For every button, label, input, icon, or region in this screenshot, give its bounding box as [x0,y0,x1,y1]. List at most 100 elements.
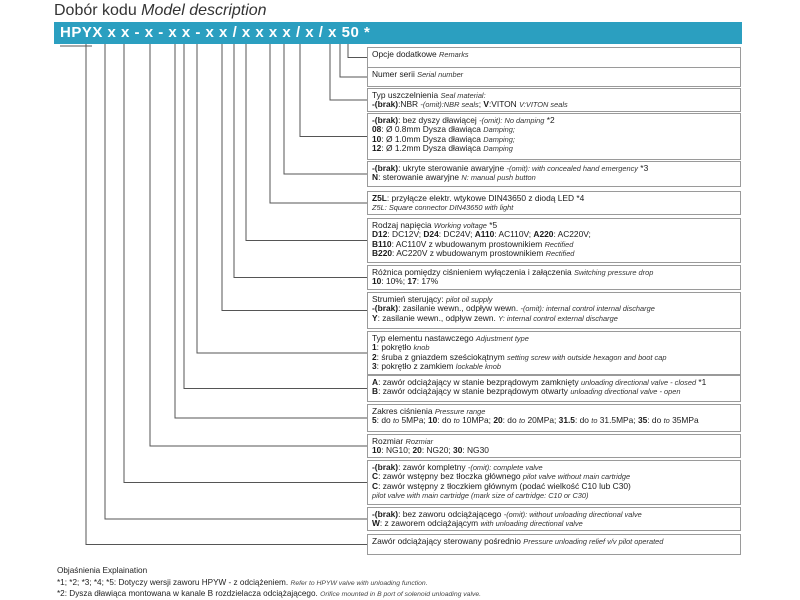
option-box: Z5L: przyłącze elektr. wtykowe DIN43650 … [367,191,741,215]
leader-line [339,44,367,78]
polish-text: 5MPa; [399,415,428,426]
polish-text: *3 [637,163,649,173]
option-code: 30 [453,445,463,456]
title-polish: Dobór kodu [54,2,137,19]
leader-line [329,44,367,101]
option-line: C: zawór wstępny z tłoczkiem głównym (po… [372,480,736,491]
polish-text: : do [502,415,519,426]
polish-text: *5 [486,220,498,230]
polish-text: *1 [696,377,707,387]
option-line: Typ uszczelnienia Seal material: [372,90,736,100]
leader-line [347,44,367,58]
english-text: V:VITON seals [519,100,568,110]
polish-text: : AC220V z wbudowanym prostownikiem [392,247,546,258]
option-code: B220 [372,247,393,258]
polish-text: Zawór odciążający sterowany pośrednio [372,536,524,546]
leader-line [196,44,367,354]
english-text: Serial number [417,70,464,79]
english-text: setting screw with outside hexagon and b… [507,352,667,362]
polish-text: : 10%; [381,276,408,287]
option-code: 5 [372,415,377,426]
option-code: A [372,377,379,387]
polish-text: 35MPa [669,415,699,426]
polish-text: : pokrętło [376,342,414,353]
option-code: B110 [372,238,392,249]
option-code: 10 [372,133,382,144]
option-code: V [483,99,489,110]
option-box: -(brak): zawór kompletny -(omit): comple… [367,460,741,505]
polish-text: : DC24V; [438,229,475,240]
polish-text: Strumień sterujący: [372,294,447,304]
option-line: -(brak):NBR -(omit):NBR seals; V:VITON V… [372,99,736,110]
option-code: 3 [372,360,377,371]
polish-text: : śruba z gniazdem sześciokątnym [376,351,508,362]
english-text: Pressure range [434,407,486,416]
english-text: Switching pressure drop [574,268,654,277]
polish-text: : zawór odciążający w stanie bezprądowym… [378,377,582,387]
option-code: -(brak) [372,462,399,472]
option-code: 17 [407,276,417,287]
polish-text: : Ø 1.0mm Dysza dławiąca [381,133,484,144]
option-code: 2 [372,351,377,362]
option-line: Strumień sterujący: pilot oil supply [372,294,736,304]
polish-text: : do [437,415,454,426]
option-line: W: z zaworem odciążającym with unloading… [372,518,736,529]
leader-line [104,44,367,520]
option-box: Typ elementu nastawczego Adjustment type… [367,331,741,375]
polish-text: Zakres ciśnienia [372,406,435,416]
option-code: -(brak) [372,303,399,314]
polish-text: : AC110V; [494,229,534,240]
option-line: Rozmiar Rozmiar [372,436,736,446]
english-text: pilot valve without main cartridge [522,472,631,482]
option-box: A: zawór odciążający w stanie bezprądowy… [367,375,741,402]
polish-text: : Ø 0.8mm Dysza dławiąca [381,124,484,135]
option-line: Typ elementu nastawczego Adjustment type [372,333,736,343]
option-line: 08: Ø 0.8mm Dysza dławiąca Damping; [372,124,736,135]
option-code: B [372,386,379,397]
option-line: -(brak): ukryte sterowanie awaryjne -(om… [372,163,736,173]
option-line: 2: śruba z gniazdem sześciokątnym settin… [372,351,736,362]
option-line: Rodzaj napięcia Working voltage *5 [372,220,736,230]
option-box: -(brak): bez zaworu odciążającego -(omit… [367,507,741,531]
english-text: to [591,416,598,426]
option-code: -(brak) [372,163,399,173]
english-text: pilot valve with main cartridge (mark si… [372,490,589,500]
option-box: Numer serii Serial number [367,67,741,87]
option-code: N [372,172,379,183]
option-code: 10 [428,415,438,426]
polish-text: : do [647,415,664,426]
english-text: to [453,416,460,426]
polish-text: :NBR [398,99,421,110]
option-line: N: sterowanie awaryjne N: manual push bu… [372,172,736,183]
english-text: Orifice mounted in B port of solenoid un… [320,591,482,598]
english-text: N: manual push button [461,173,536,183]
option-line: D12: DC12V; D24: DC24V; A110: AC110V; A2… [372,230,736,239]
polish-text: : zasilanie wewn., odpływ wewn. [398,303,521,314]
english-text: Seal material: [440,91,486,100]
leader-line [269,44,367,204]
option-line: -(brak): zawór kompletny -(omit): comple… [372,462,736,472]
option-line: Różnica pomiędzy ciśnieniem wyłączenia i… [372,267,736,277]
english-text: Damping; [483,125,515,135]
option-code: -(brak) [372,99,399,110]
leader-line [123,44,367,483]
english-text: with unloading directional valve [480,519,583,529]
polish-text: 20MPa; [525,415,559,426]
english-text: Rozmiar [405,437,434,446]
option-line: 1: pokrętło knob [372,342,736,353]
option-line: 12: Ø 1.2mm Dysza dławiąca Damping [372,143,736,153]
option-code: 10 [372,445,382,456]
english-text: Working voltage [433,221,487,230]
english-text: -(omit): with concealed hand emergency [506,164,638,173]
polish-text: : z zaworem odciążającym [379,518,481,529]
option-code: 10 [372,276,382,287]
polish-text: *2 [544,115,555,125]
footnote-line: *1; *2; *3; *4; *5: Dotyczy wersji zawor… [57,578,428,587]
option-code: 20 [412,445,422,456]
english-text: -(omit): internal control internal disch… [520,304,655,314]
polish-text: Typ elementu nastawczego [372,333,476,343]
leader-line [85,44,367,545]
option-code: C [372,480,379,491]
